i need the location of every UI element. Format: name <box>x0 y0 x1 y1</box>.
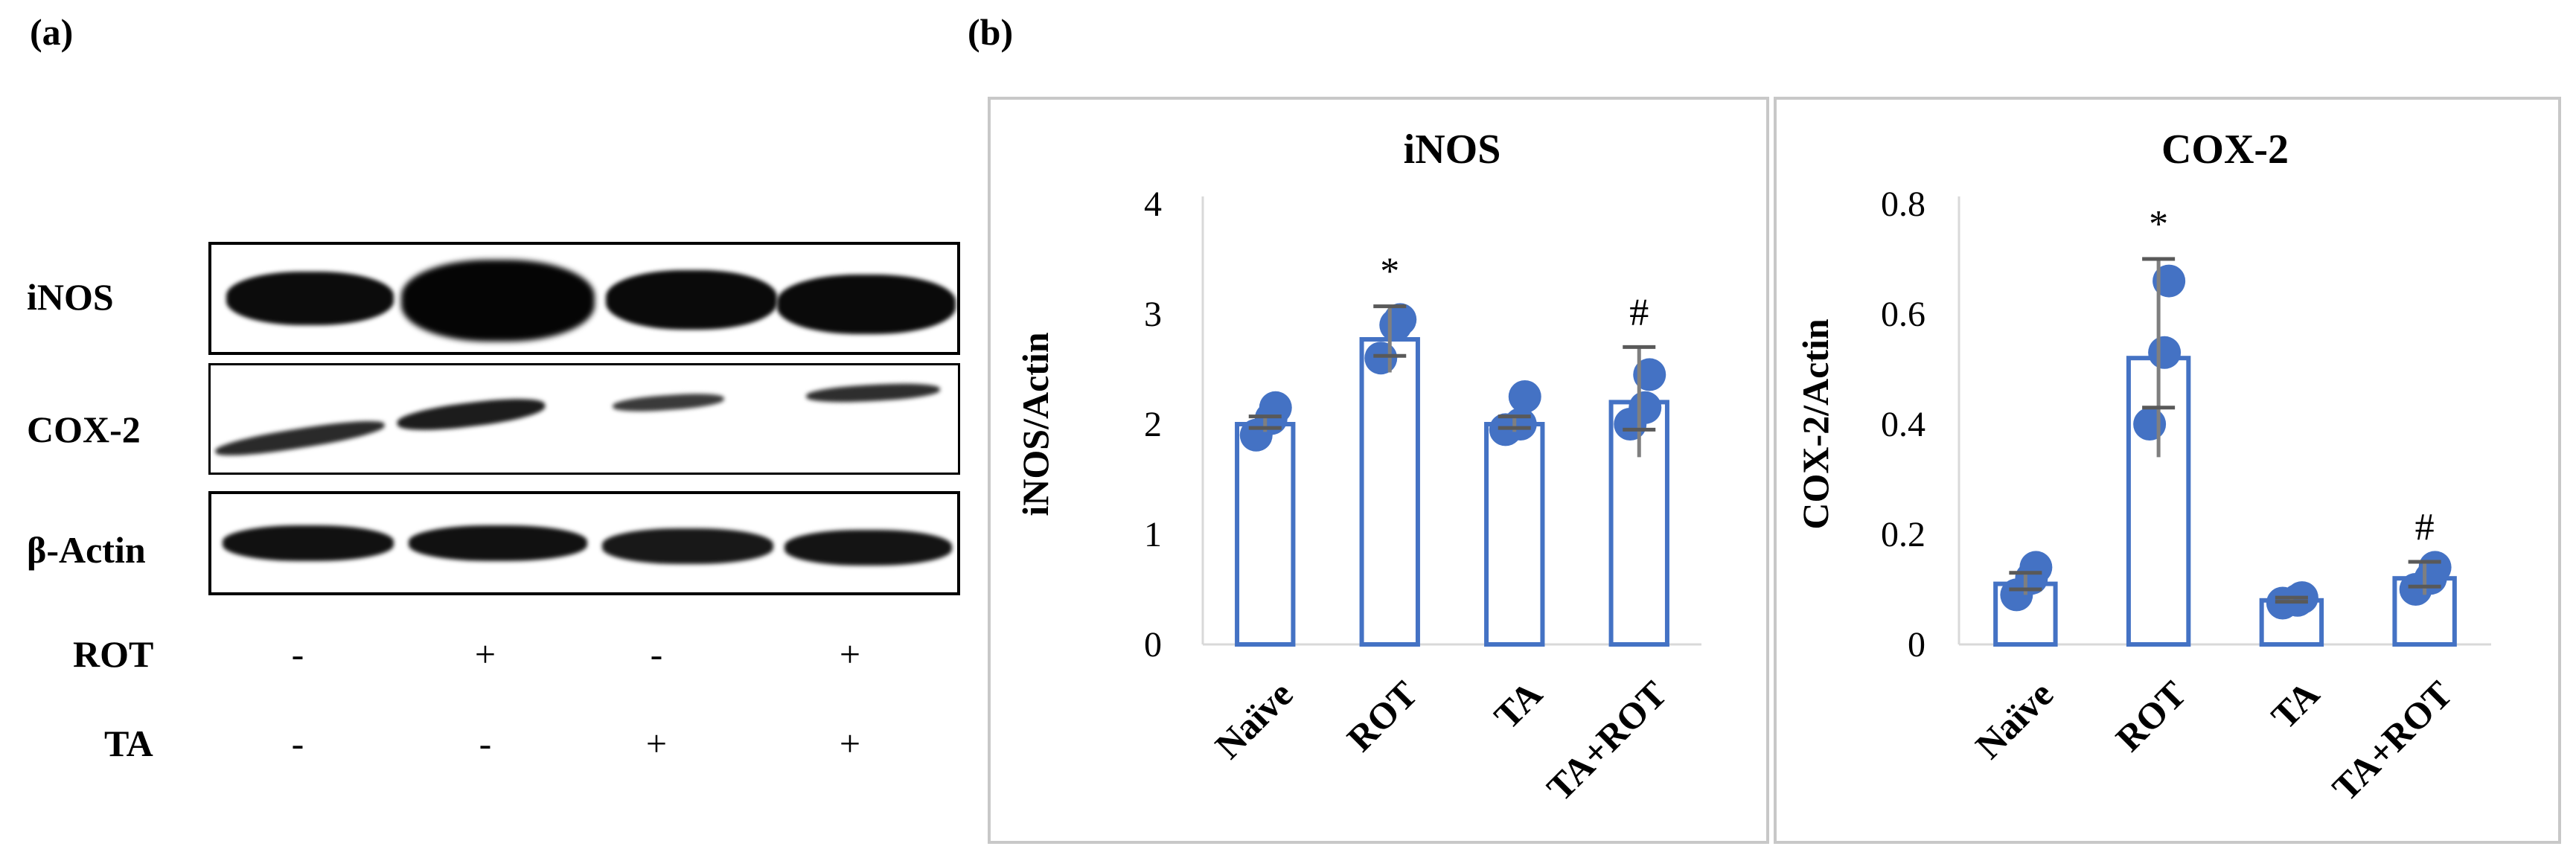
bar <box>1359 337 1420 647</box>
treatment-label-rot: ROT <box>73 633 154 675</box>
data-point <box>1633 358 1666 391</box>
y-axis-label: COX-2/Actin <box>1794 318 1836 529</box>
blot-band <box>805 381 941 405</box>
y-tick-label: 0.2 <box>1881 515 1925 554</box>
chart-title: COX-2 <box>2161 127 2289 173</box>
y-tick-label: 0 <box>1144 625 1162 665</box>
significance-annotation: # <box>1629 291 1649 333</box>
y-tick-label: 1 <box>1144 515 1162 554</box>
blot-band <box>777 275 956 334</box>
significance-annotation: # <box>2415 506 2435 548</box>
x-tick-label: ROT <box>1339 673 1425 759</box>
blot-band <box>395 393 547 436</box>
data-point <box>2133 408 2167 441</box>
data-point <box>1503 408 1537 441</box>
significance-annotation: * <box>1380 251 1399 293</box>
x-tick-label: TA <box>2263 673 2327 737</box>
ta-sign-lane3: + <box>645 723 668 764</box>
data-point <box>2148 336 2182 369</box>
rot-sign-lane2: + <box>474 633 496 675</box>
data-point <box>2152 264 2186 298</box>
x-tick-label: TA+ROT <box>1538 673 1675 809</box>
y-tick-label: 0.6 <box>1881 295 1925 334</box>
data-point <box>1364 342 1398 375</box>
blot-label-actin: β-Actin <box>27 529 146 571</box>
significance-annotation: * <box>2149 203 2168 246</box>
treatment-label-ta: TA <box>104 723 153 764</box>
y-axis-label: iNOS/Actin <box>1014 332 1056 516</box>
data-point <box>2019 551 2053 584</box>
ta-sign-lane4: + <box>839 723 861 764</box>
y-tick-label: 0.4 <box>1881 405 1925 444</box>
blot-image-actin <box>208 491 960 595</box>
rot-sign-lane1: - <box>291 633 304 675</box>
blot-band <box>223 525 394 561</box>
blot-band <box>401 260 595 342</box>
data-point <box>2418 551 2452 584</box>
blot-label-cox2: COX-2 <box>27 409 141 450</box>
x-tick-label: TA <box>1486 673 1550 737</box>
rot-sign-lane4: + <box>839 633 861 675</box>
panel-a-label: (a) <box>30 11 74 53</box>
blot-band <box>612 391 725 414</box>
panel-b-label: (b) <box>968 11 1014 53</box>
x-tick-label: Naïve <box>1967 673 2061 766</box>
y-tick-label: 2 <box>1144 405 1162 444</box>
y-tick-label: 0.8 <box>1881 185 1925 224</box>
chart-title: iNOS <box>1404 127 1501 173</box>
bar <box>1484 422 1545 647</box>
y-tick-label: 4 <box>1144 185 1162 224</box>
blot-band <box>214 415 386 461</box>
ta-sign-lane2: - <box>479 723 492 764</box>
data-point <box>1384 303 1417 336</box>
data-point <box>1508 380 1541 413</box>
ta-sign-lane1: - <box>291 723 304 764</box>
blot-band <box>602 528 773 564</box>
data-point <box>1629 391 1662 424</box>
blot-band <box>784 530 952 566</box>
x-tick-label: Naïve <box>1207 673 1301 766</box>
blot-band <box>409 525 587 561</box>
x-tick-label: TA+ROT <box>2324 673 2461 809</box>
blot-image-cox2 <box>208 363 960 475</box>
blot-image-inos <box>208 242 960 355</box>
y-tick-label: 0 <box>1908 625 1925 665</box>
x-tick-label: ROT <box>2108 673 2194 759</box>
blot-band <box>606 270 777 330</box>
blot-band <box>226 272 394 325</box>
y-tick-label: 3 <box>1144 295 1162 334</box>
bar <box>1235 422 1296 647</box>
blot-label-inos: iNOS <box>27 276 114 318</box>
rot-sign-lane3: - <box>650 633 663 675</box>
